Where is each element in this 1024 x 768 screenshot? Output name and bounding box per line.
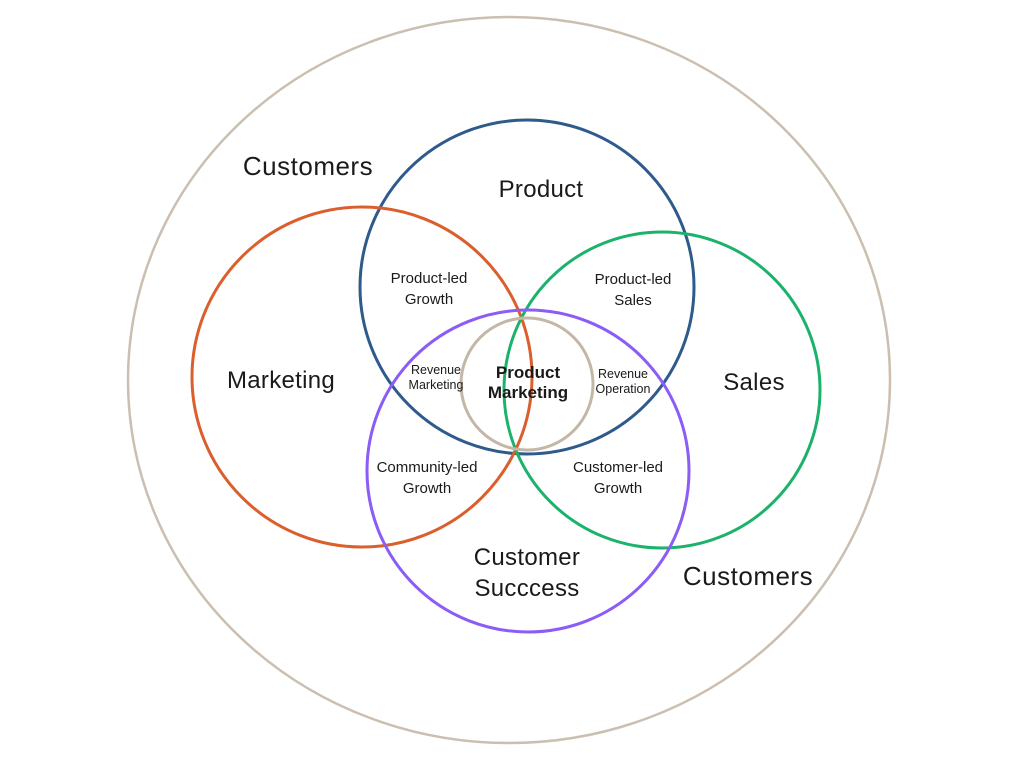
- product-label: Product: [498, 176, 584, 203]
- sales-circle: [502, 230, 822, 550]
- product-led-growth-line1: Product-led: [390, 270, 468, 287]
- product-led-growth-line2: Growth: [404, 291, 454, 308]
- customers-label-top-left: Customers: [242, 150, 374, 181]
- customer-success-label: Customer Succcess: [474, 542, 580, 604]
- marketing-label: Marketing: [226, 367, 336, 394]
- revenue-operation-line1: Revenue: [597, 367, 649, 381]
- customer-led-growth-label: Customer-led Growth: [573, 457, 663, 499]
- customer-success-label-line1: Customer: [473, 544, 581, 571]
- product-marketing-center-label-line1: Product: [495, 363, 561, 382]
- revenue-operation-line2: Operation: [595, 382, 651, 396]
- customer-success-label-line2: Succcess: [474, 575, 580, 602]
- product-led-growth-label: Product-led Growth: [391, 268, 468, 310]
- community-led-growth-line1: Community-led: [376, 459, 478, 476]
- revenue-marketing-line1: Revenue: [410, 363, 462, 377]
- revenue-marketing-line2: Marketing: [408, 378, 464, 392]
- product-marketing-center-label-line2: Marketing: [487, 383, 569, 402]
- community-led-growth-line2: Growth: [402, 480, 452, 497]
- customers-label-bottom-right: Customers: [682, 560, 814, 591]
- product-led-sales-label: Product-led Sales: [595, 269, 672, 311]
- product-led-sales-line2: Sales: [614, 292, 652, 309]
- revenue-operation-label: Revenue Operation: [596, 367, 651, 397]
- community-led-growth-label: Community-led Growth: [377, 457, 478, 499]
- product-marketing-center-label: Product Marketing: [488, 363, 568, 403]
- marketing-circle: [190, 205, 534, 549]
- sales-label: Sales: [723, 369, 785, 396]
- product-circle: [358, 118, 696, 456]
- customer-led-growth-line2: Growth: [593, 480, 643, 497]
- customers-outer-circle: [126, 15, 892, 745]
- product-led-sales-line1: Product-led: [594, 271, 672, 288]
- revenue-marketing-label: Revenue Marketing: [409, 363, 464, 393]
- product-marketing-center-circle: [459, 316, 595, 452]
- customer-led-growth-line1: Customer-led: [572, 459, 664, 476]
- customer-success-circle: [365, 308, 691, 634]
